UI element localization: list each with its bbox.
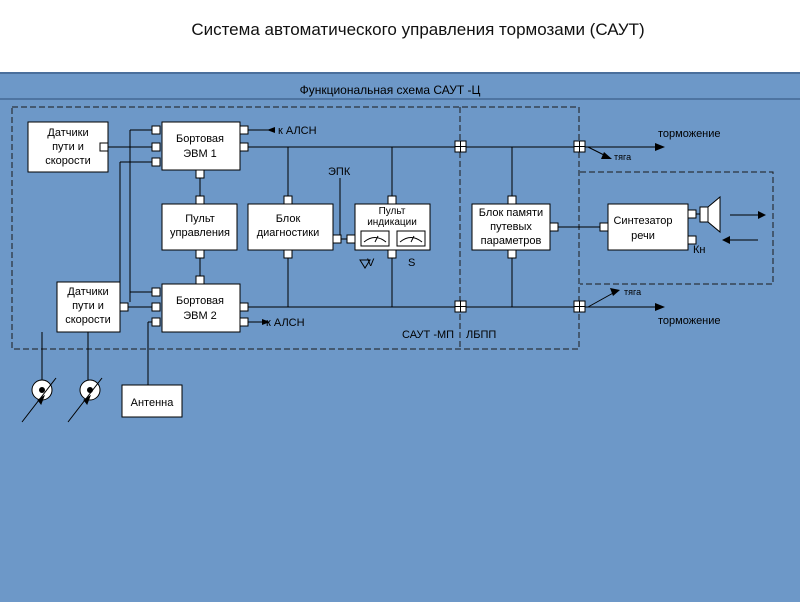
ports [99,125,697,327]
blocks [27,121,689,418]
arrow-kn-in [722,236,730,244]
arrow-traction-top [601,152,612,159]
label-epk: ЭПК [328,166,351,178]
saut-c-frame [11,106,580,350]
connections [41,129,758,385]
distance-dial [396,230,426,247]
label-saut-mp: САУТ -МП [402,329,454,341]
diagram-panel: Функциональная схема САУТ -Ц [0,72,800,602]
label-traction-top: тяга [614,152,631,162]
sensors-2-box [56,281,121,333]
antenna-box [121,384,183,418]
arrow-alsn-top [267,127,275,133]
label-to-alsn-bottom: к АЛСН [266,317,305,329]
arrow-braking-bottom [655,303,665,311]
arrow-braking-top [655,143,665,151]
label-kn: Кн [693,244,705,256]
arrow-traction-bottom [610,288,620,296]
label-to-alsn-top: к АЛСН [278,125,317,137]
control-panel-box [161,203,238,251]
label-braking-top: торможение [658,128,721,140]
ecu-2-box [161,283,241,333]
diagnostics-box [247,203,334,251]
speed-dial [360,230,390,247]
sensors-1-box [27,121,109,173]
label-v: V [367,257,375,269]
page-title: Система автоматического управления тормо… [191,20,645,39]
label-s: S [408,257,415,269]
label-traction-bottom: тяга [624,287,641,297]
arrowheads [262,127,766,325]
diagram-heading: Функциональная схема САУТ -Ц [300,83,481,97]
speaker-icon [699,195,721,234]
v-marker-icon [359,259,371,269]
bus-junctions [454,140,586,313]
speech-synth-box [607,203,689,251]
speech-frame [580,171,774,285]
indicator-dials [360,230,426,247]
label-braking-bottom: торможение [658,315,721,327]
functional-diagram: Функциональная схема САУТ -Ц [0,83,800,423]
arrow-alsn-bottom [262,319,270,325]
label-lbpp: ЛБПП [466,329,496,341]
antenna-label: Антенна [131,397,175,409]
ecu-1-box [161,121,241,171]
arrow-speaker-out [758,211,766,219]
wheel-sensor-icons [21,377,103,423]
